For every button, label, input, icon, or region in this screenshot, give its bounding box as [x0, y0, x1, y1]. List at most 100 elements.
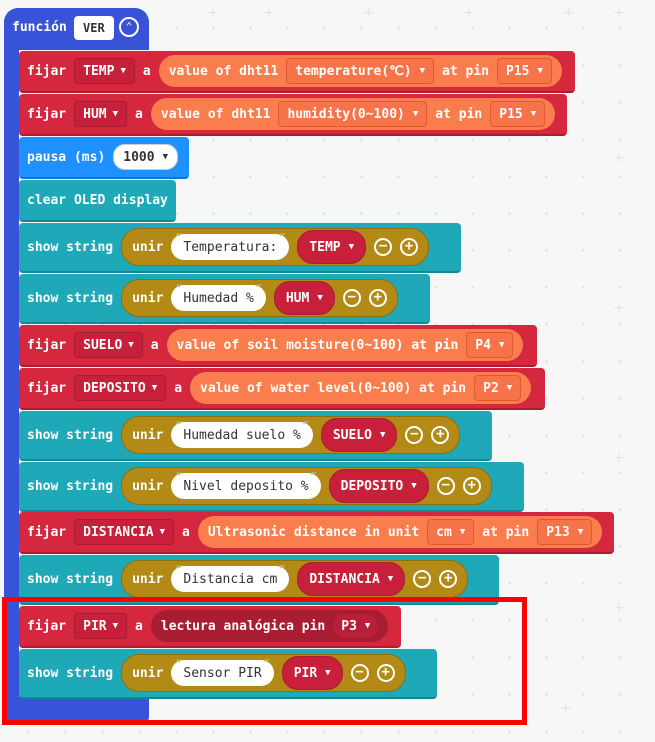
- grid-mark: +: [613, 600, 625, 616]
- measure-dropdown[interactable]: humidity(0~100)▼: [278, 101, 428, 127]
- plus-circle-icon[interactable]: +: [376, 664, 395, 682]
- analog-read-reporter[interactable]: lectura analógica pin P3▼: [150, 610, 389, 642]
- pin-dropdown[interactable]: P15▼: [490, 101, 546, 127]
- variable-dropdown[interactable]: PIR▼: [74, 613, 128, 639]
- grid-mark: +: [613, 300, 625, 316]
- variable-reporter[interactable]: TEMP▼: [297, 230, 367, 264]
- show-string-suelo-block[interactable]: show string unir Humedad suelo % SUELO▼ …: [19, 411, 492, 461]
- variable-dropdown[interactable]: HUM▼: [74, 101, 128, 127]
- text-field[interactable]: Nivel deposito %: [171, 470, 321, 499]
- water-level-reporter[interactable]: value of water level(0~100) at pin P2▼: [190, 372, 532, 404]
- variable-reporter[interactable]: PIR▼: [281, 656, 343, 690]
- text-field[interactable]: Humedad %: [171, 282, 266, 311]
- text-field[interactable]: Sensor PIR: [171, 657, 274, 686]
- dropdown-triangle-icon: ▼: [387, 574, 394, 584]
- set-hum-block[interactable]: fijar HUM▼ a value of dht11 humidity(0~1…: [19, 94, 567, 136]
- plus-circle-icon[interactable]: +: [400, 238, 419, 256]
- sensor-label: Ultrasonic distance in unit: [207, 524, 420, 540]
- measure-value: temperature(℃): [295, 63, 412, 79]
- text-field[interactable]: Temperatura:: [171, 231, 290, 260]
- show-string-keyword: show string: [27, 665, 114, 681]
- variable-name: TEMP: [309, 239, 341, 255]
- minus-circle-icon[interactable]: −: [374, 238, 393, 256]
- function-block-spine: [4, 40, 19, 700]
- variable-name: SUELO: [332, 427, 372, 443]
- show-string-deposito-block[interactable]: show string unir Nivel deposito % DEPOSI…: [19, 462, 524, 512]
- variable-dropdown[interactable]: DISTANCIA ▼: [74, 519, 175, 545]
- variable-reporter[interactable]: DISTANCIA▼: [297, 562, 406, 596]
- highlight-box: [2, 597, 527, 725]
- pin-dropdown[interactable]: P3▼: [333, 614, 379, 638]
- show-string-hum-block[interactable]: show string unir Humedad % HUM▼ − +: [19, 274, 430, 324]
- soil-moisture-reporter[interactable]: value of soil moisture(0~100) at pin P4 ▼: [166, 329, 524, 361]
- dropdown-triangle-icon: ▼: [379, 430, 386, 440]
- pin-dropdown[interactable]: P2▼: [474, 375, 522, 401]
- measure-dropdown[interactable]: temperature(℃)▼: [286, 58, 435, 84]
- join-block[interactable]: unir Nivel deposito % DEPOSITO▼ − +: [121, 467, 492, 505]
- clear-oled-block[interactable]: clear OLED display: [19, 180, 176, 222]
- dropdown-triangle-icon: ▼: [498, 340, 505, 350]
- grid-mark: +: [563, 5, 575, 21]
- join-block[interactable]: unir Temperatura: TEMP▼ − +: [121, 228, 430, 266]
- variable-reporter[interactable]: HUM▼: [273, 281, 335, 315]
- ultrasonic-reporter[interactable]: Ultrasonic distance in unit cm▼ at pin P…: [197, 516, 603, 548]
- variable-name: DISTANCIA: [83, 524, 154, 540]
- sensor-label: lectura analógica pin: [160, 618, 326, 634]
- sensor-label: value of water level(0~100) at pin: [200, 380, 467, 396]
- variable-name: DEPOSITO: [83, 380, 146, 396]
- dht11-reporter[interactable]: value of dht11 humidity(0~100)▼ at pin P…: [150, 98, 556, 130]
- set-distancia-block[interactable]: fijar DISTANCIA▼ a Ultrasonic distance i…: [19, 512, 614, 554]
- variable-dropdown[interactable]: DEPOSITO ▼: [74, 375, 167, 401]
- pin-value: P15: [499, 106, 523, 122]
- join-block[interactable]: unir Humedad suelo % SUELO▼ − +: [121, 416, 461, 454]
- variable-reporter[interactable]: SUELO ▼: [320, 418, 398, 452]
- collapse-chevron-icon[interactable]: ⌃: [119, 17, 139, 37]
- pin-value: P4: [475, 337, 491, 353]
- join-block[interactable]: unir Humedad % HUM▼ − +: [121, 279, 398, 317]
- function-name-field[interactable]: VER: [74, 16, 114, 40]
- set-temp-block[interactable]: fijar TEMP▼ a value of dht11 temperature…: [19, 51, 575, 93]
- minus-circle-icon[interactable]: −: [342, 289, 361, 307]
- plus-circle-icon[interactable]: +: [368, 289, 387, 307]
- dropdown-triangle-icon: ▼: [159, 527, 166, 537]
- minus-circle-icon[interactable]: −: [436, 477, 455, 495]
- variable-dropdown[interactable]: SUELO▼: [74, 332, 143, 358]
- pin-dropdown[interactable]: P15▼: [497, 58, 552, 84]
- sensor-label: value of dht11: [168, 63, 279, 79]
- set-pir-block[interactable]: fijar PIR▼ a lectura analógica pin P3▼: [19, 606, 401, 648]
- minus-circle-icon[interactable]: −: [413, 570, 432, 588]
- show-string-pir-block[interactable]: show string unir Sensor PIR PIR▼ − +: [19, 649, 437, 699]
- set-suelo-block[interactable]: fijar SUELO▼ a value of soil moisture(0~…: [19, 325, 537, 367]
- plus-circle-icon[interactable]: +: [462, 477, 481, 495]
- variable-dropdown[interactable]: TEMP▼: [74, 58, 135, 84]
- pin-value: P13: [546, 524, 570, 540]
- plus-circle-icon[interactable]: +: [431, 426, 450, 444]
- text-field[interactable]: Humedad suelo %: [171, 419, 313, 448]
- text-field[interactable]: Distancia cm: [171, 563, 290, 592]
- variable-reporter[interactable]: DEPOSITO▼: [328, 469, 429, 503]
- join-block[interactable]: unir Sensor PIR PIR▼ − +: [121, 654, 406, 692]
- set-keyword: fijar: [27, 337, 67, 353]
- set-keyword: fijar: [27, 63, 67, 79]
- grid-mark: +: [263, 5, 275, 21]
- join-block[interactable]: unir Distancia cm DISTANCIA▼ − +: [121, 560, 469, 598]
- set-deposito-block[interactable]: fijar DEPOSITO▼ a value of water level(0…: [19, 368, 545, 410]
- minus-circle-icon[interactable]: −: [405, 426, 424, 444]
- grid-mark: +: [207, 5, 219, 21]
- sensor-label: value of soil moisture(0~100) at pin: [176, 337, 459, 353]
- at-pin-label: at pin: [435, 106, 483, 122]
- show-string-temp-block[interactable]: show string unir Temperatura: TEMP▼ − +: [19, 223, 461, 273]
- show-string-distancia-block[interactable]: show string unir Distancia cm DISTANCIA▼…: [19, 555, 499, 605]
- unit-dropdown[interactable]: cm▼: [427, 519, 475, 545]
- dropdown-triangle-icon: ▼: [162, 152, 169, 162]
- sensor-label: value of dht11: [160, 106, 271, 122]
- variable-name: PIR: [293, 665, 318, 681]
- dht11-reporter[interactable]: value of dht11 temperature(℃)▼ at pin P1…: [158, 55, 562, 87]
- pause-value-dropdown[interactable]: 1000▼: [113, 144, 179, 170]
- pin-dropdown[interactable]: P13▼: [537, 519, 593, 545]
- plus-circle-icon[interactable]: +: [439, 570, 458, 588]
- pause-block[interactable]: pausa (ms) 1000▼: [19, 137, 189, 179]
- minus-circle-icon[interactable]: −: [350, 664, 369, 682]
- dropdown-triangle-icon: ▼: [151, 383, 158, 393]
- pin-dropdown[interactable]: P4 ▼: [466, 332, 514, 358]
